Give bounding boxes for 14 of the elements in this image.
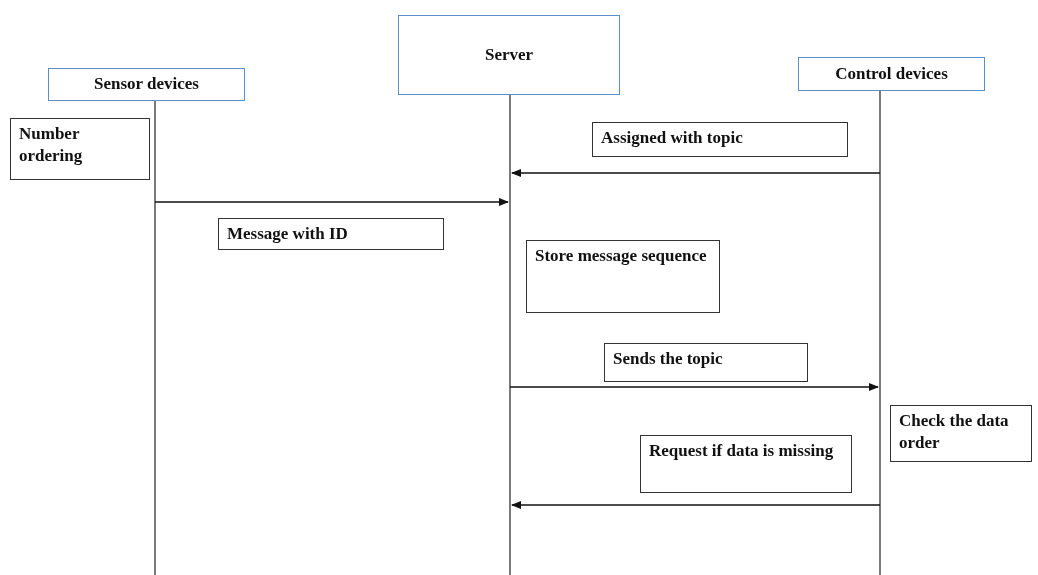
note-box: Store message sequence	[526, 240, 720, 313]
note-box: Number ordering	[10, 118, 150, 180]
edge-label: Sends the topic	[604, 343, 808, 382]
edge-label: Request if data is missing	[640, 435, 852, 493]
participant-box: Server	[398, 15, 620, 95]
message-arrow	[509, 383, 879, 391]
message-arrow	[154, 198, 509, 206]
edge-label: Message with ID	[218, 218, 444, 251]
note-box: Check the data order	[890, 405, 1032, 462]
participant-box: Sensor devices	[48, 68, 245, 101]
edge-label: Assigned with topic	[592, 122, 848, 157]
message-arrow	[511, 501, 881, 509]
participant-box: Control devices	[798, 57, 985, 91]
message-arrow	[511, 169, 881, 177]
